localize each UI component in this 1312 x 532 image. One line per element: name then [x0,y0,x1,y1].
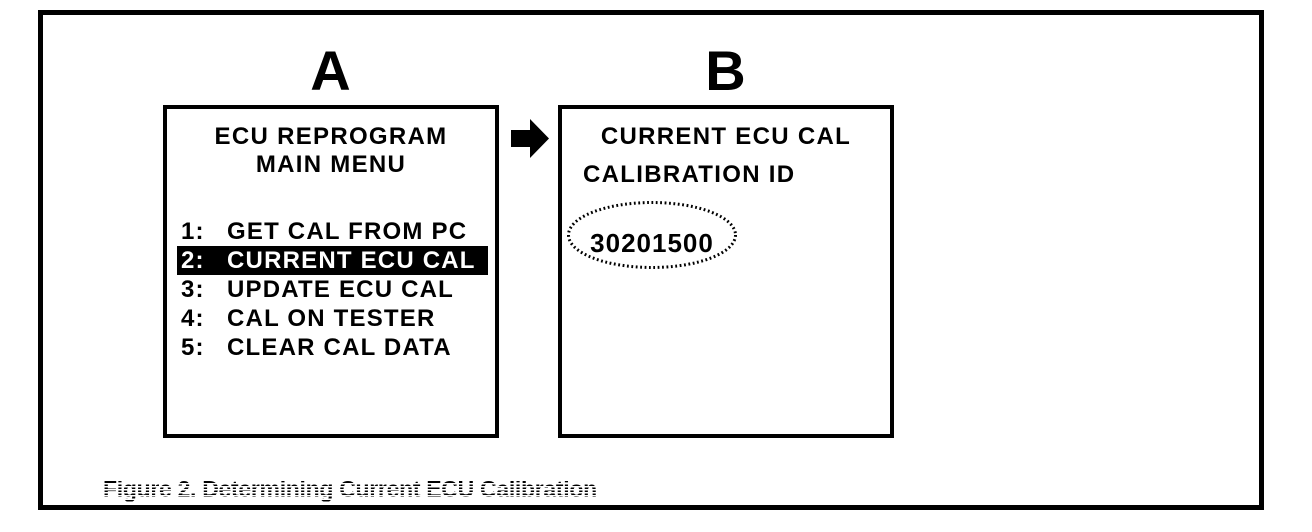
menu-item-number: 3: [181,275,205,303]
menu-item-label: CAL ON TESTER [227,304,436,332]
menu-item-current-ecu-cal: 2: CURRENT ECU CAL [177,246,488,275]
flow-right-arrow-icon [511,119,549,158]
menu-item-number: 5: [181,333,205,361]
calibration-id-label: CALIBRATION ID [583,161,796,188]
menu-item-number: 4: [181,304,205,332]
tester-screen-b: CURRENT ECU CAL CALIBRATION ID 30201500 [558,105,894,438]
menu-item-cal-on-tester: 4: CAL ON TESTER [177,304,448,333]
menu-item-number: 2: [181,246,205,274]
calibration-id-highlight-ellipse-icon [567,201,737,269]
calibration-id-value: 30201500 [590,227,714,258]
screen-a-title-line1: ECU REPROGRAM [214,123,448,150]
main-menu-list: 1: GET CAL FROM PC 2: CURRENT ECU CAL 3:… [177,217,489,362]
panel-b-label: B [705,39,747,102]
panel-a-label: A [310,39,352,102]
menu-item-clear-cal-data: 5: CLEAR CAL DATA [177,333,464,362]
menu-item-label: UPDATE ECU CAL [227,275,455,303]
menu-item-get-cal-from-pc: 1: GET CAL FROM PC [177,217,479,246]
figure-caption: Figure 2. Determining Current ECU Calibr… [103,476,597,502]
menu-item-label: CLEAR CAL DATA [227,333,452,361]
screen-b-title: CURRENT ECU CAL [600,123,852,150]
menu-item-label: GET CAL FROM PC [227,217,468,245]
menu-item-update-ecu-cal: 3: UPDATE ECU CAL [177,275,466,304]
menu-item-label: CURRENT ECU CAL [227,246,476,274]
screen-a-title-line2: MAIN MENU [255,151,407,178]
menu-item-number: 1: [181,217,205,245]
